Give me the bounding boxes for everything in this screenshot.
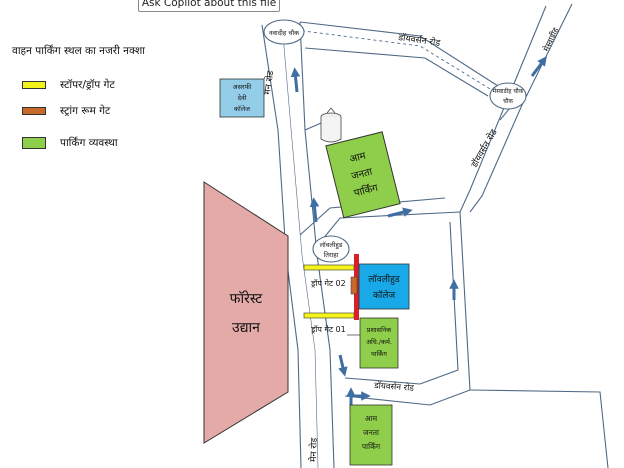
inner-loop-top-2 (299, 197, 446, 236)
arrow-up-main (290, 67, 301, 93)
legend-swatch-yellow (22, 81, 46, 89)
right-diag-road-label: डॉयवर्सन रोड (468, 127, 500, 171)
drop-gate-02-bar (303, 264, 355, 271)
svg-text:अधि./कर्म.: अधि./कर्म. (366, 338, 392, 346)
inner-loop-right (344, 211, 471, 406)
inner-loop-top (317, 211, 461, 246)
svg-text:आम: आम (365, 414, 378, 423)
svg-text:कॉलेज: कॉलेज (373, 289, 395, 301)
svg-text:लॉवलीहुड: लॉवलीहुड (368, 273, 400, 285)
svg-text:पार्किंग: पार्किंग (353, 182, 380, 200)
legend-swatch-orange (22, 107, 46, 115)
far-right-road-label: मेस्वाडीह (541, 25, 561, 53)
junction-top: नवादीह चौक (263, 19, 305, 45)
svg-text:फॉरेस्ट: फॉरेस्ट (230, 290, 264, 307)
arrow-diag-right (530, 56, 547, 77)
svg-text:जनता: जनता (350, 167, 374, 183)
junction-right: मेस्वाडीह चौक चौक (489, 82, 527, 110)
public-parking-top: आम जनता पार्किंग (325, 131, 401, 219)
drop-gate-01-bar (303, 312, 355, 319)
main-road-center (282, 34, 319, 468)
top-road-label: डॉयवर्सन रोड (397, 31, 442, 49)
svg-text:असरफी: असरफी (233, 83, 252, 91)
junction-mid-label-1: लॉवलीहुड (320, 241, 343, 250)
forest-garden: फॉरेस्ट उद्यान (203, 181, 289, 444)
arrow-bottom-down (338, 354, 348, 377)
water-tank-icon (320, 107, 342, 143)
svg-text:पार्किंग: पार्किंग (371, 350, 387, 358)
bottom-road-label: डॉयवर्सन रोड (373, 380, 415, 394)
main-road-top-label: मेन रोड (261, 70, 276, 96)
legend-title: वाहन पार्किंग स्थल का नजरी नक्शा (12, 45, 145, 57)
drop-gate-02-label: ड्रॉप गेट 02 (310, 278, 346, 288)
legend-swatch-green (22, 137, 46, 149)
top-road-upper (299, 21, 499, 87)
arrow-right-mid (387, 207, 413, 218)
lovelyhood-college: लॉवलीहुड कॉलेज (358, 263, 410, 310)
right-road-inner (469, 3, 573, 213)
svg-text:कॉलेज: कॉलेज (234, 105, 250, 113)
right-road-outer (459, 5, 547, 213)
main-road-bottom-label: मेन रोड (307, 437, 320, 462)
svg-text:उद्यान: उद्यान (232, 320, 260, 336)
traffic-arrows (290, 56, 547, 410)
junction-mid-label-2: तिराहा (324, 251, 339, 259)
roads (261, 3, 609, 468)
admin-parking: प्रशासनिक अधि./कर्म. पार्किंग (359, 317, 399, 369)
ask-copilot-button[interactable]: Ask Copilot about this file (138, 0, 280, 12)
junction-right-sub: चौक (503, 97, 513, 105)
asharfi-college-box: असरफी देवी कॉलेज (219, 78, 265, 118)
legend-item-strongroom: स्ट्रांग रूम गेट (22, 104, 110, 118)
svg-text:पार्किंग: पार्किंग (362, 442, 381, 451)
svg-text:प्रशासनिक: प्रशासनिक (367, 326, 392, 334)
svg-text:आम: आम (349, 150, 368, 165)
legend-item-stopper: स्टॉपर/ड्रॉप गेट (22, 78, 115, 92)
svg-text:देवी: देवी (238, 94, 247, 102)
top-road-lower (304, 47, 489, 97)
junction-top-label: नवादीह चौक (269, 29, 300, 37)
bottom-right-edge (469, 389, 609, 468)
drop-gate-01-label: ड्रॉप गेट 01 (310, 324, 346, 334)
legend-item-parking: पार्किंग व्यवस्था (22, 136, 118, 150)
public-parking-bottom: आम जनता पार्किंग (349, 404, 393, 466)
junction-mid: लॉवलीहुड तिराहा (312, 235, 350, 263)
svg-text:जनता: जनता (363, 428, 380, 437)
strong-room-gate (350, 276, 358, 295)
junction-right-label: मेस्वाडीह चौक (493, 87, 524, 95)
arrow-up-left (309, 197, 320, 223)
